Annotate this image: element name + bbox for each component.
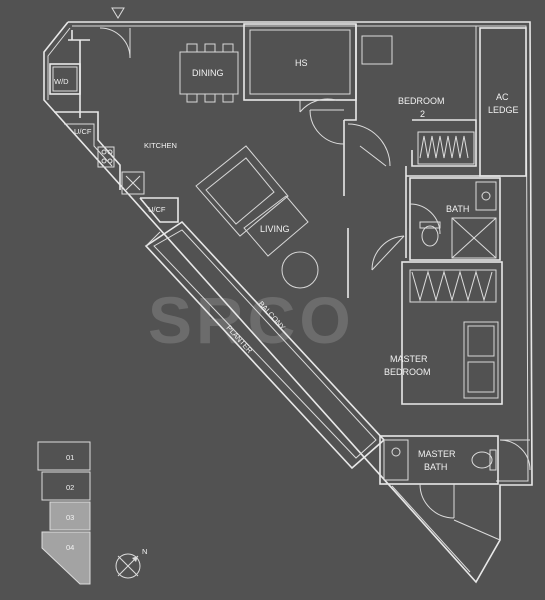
- master-bedroom-label-line1: MASTER: [390, 354, 428, 364]
- ucf-label-2: U/CF: [148, 205, 166, 214]
- wd-closet: [49, 30, 90, 118]
- household-shelter: [243, 23, 357, 113]
- north-compass-icon: [115, 553, 141, 579]
- master-bedroom: [401, 261, 503, 405]
- hs-label: HS: [295, 58, 308, 68]
- ac-ledge-label-line1: AC: [496, 92, 509, 102]
- bedroom-2-walls: [344, 24, 477, 167]
- ac-ledge-label-line2: LEDGE: [488, 105, 519, 115]
- living-furniture: [195, 145, 319, 289]
- wd-label: W/D: [54, 77, 69, 86]
- lower-corridor: [391, 485, 501, 573]
- master-bath: [379, 435, 531, 519]
- keyplan-unit-04: 04: [66, 543, 74, 552]
- master-bath-label-line1: MASTER: [418, 449, 456, 459]
- kitchen-label: KITCHEN: [144, 141, 177, 150]
- dining-label: DINING: [192, 68, 224, 78]
- key-plan: [37, 441, 91, 585]
- bedroom-2-label-line1: BEDROOM: [398, 96, 445, 106]
- living-door: [347, 228, 405, 298]
- dining-table: [179, 43, 239, 103]
- living-label: LIVING: [260, 224, 290, 234]
- master-bath-label-line2: BATH: [424, 462, 447, 472]
- ucf-label-1: U/CF: [74, 127, 92, 136]
- bedroom-2-label-line2: 2: [420, 109, 425, 119]
- keyplan-unit-02: 02: [66, 483, 74, 492]
- common-bath: [409, 177, 501, 261]
- bath-label: BATH: [446, 204, 469, 214]
- ac-ledge: [479, 27, 527, 177]
- kitchen-counter: [54, 111, 179, 223]
- corridor-doors: [309, 109, 500, 258]
- entrance-marker-icon: [111, 7, 125, 19]
- keyplan-unit-03: 03: [66, 513, 74, 522]
- master-bedroom-label-line2: BEDROOM: [384, 367, 431, 377]
- compass-label: N: [142, 547, 147, 556]
- keyplan-unit-01: 01: [66, 453, 74, 462]
